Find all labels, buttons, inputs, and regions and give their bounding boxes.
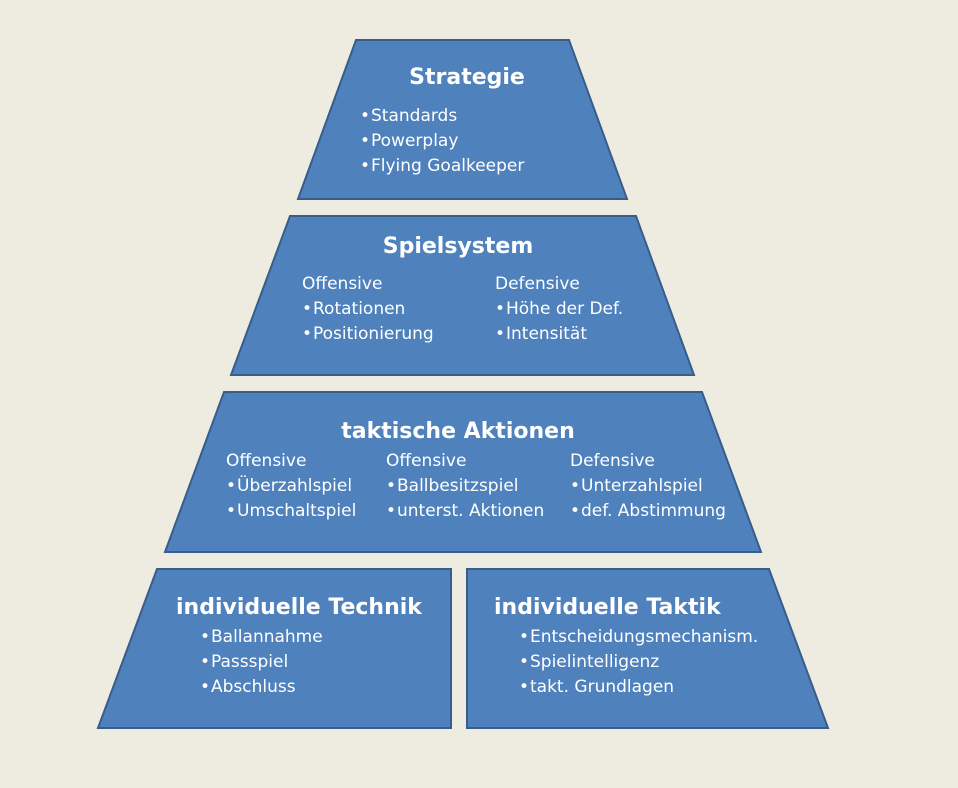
list-item: Standards bbox=[360, 104, 524, 129]
strategie-list: Standards Powerplay Flying Goalkeeper bbox=[360, 104, 524, 179]
strategie-title: Strategie bbox=[409, 65, 525, 90]
aktionen-defensive-list: Unterzahlspiel def. Abstimmung bbox=[570, 474, 726, 524]
list-item: Flying Goalkeeper bbox=[360, 154, 524, 179]
spielsystem-offensive-list: Rotationen Positionierung bbox=[302, 297, 434, 347]
list-item: unterst. Aktionen bbox=[386, 499, 544, 524]
aktionen-offensive-list-1: Überzahlspiel Umschaltspiel bbox=[226, 474, 356, 524]
aktionen-offensive-heading-1: Offensive bbox=[226, 451, 307, 471]
spielsystem-defensive-list: Höhe der Def. Intensität bbox=[495, 297, 623, 347]
individuelle-taktik-list: Entscheidungsmechanism. Spielintelligenz… bbox=[519, 625, 758, 700]
list-item: Positionierung bbox=[302, 322, 434, 347]
list-item: def. Abstimmung bbox=[570, 499, 726, 524]
list-item: takt. Grundlagen bbox=[519, 675, 758, 700]
list-item: Entscheidungsmechanism. bbox=[519, 625, 758, 650]
taktische-aktionen-title: taktische Aktionen bbox=[341, 419, 575, 444]
aktionen-offensive-list-2: Ballbesitzspiel unterst. Aktionen bbox=[386, 474, 544, 524]
aktionen-defensive-heading: Defensive bbox=[570, 451, 655, 471]
list-item: Umschaltspiel bbox=[226, 499, 356, 524]
individuelle-technik-list: Ballannahme Passspiel Abschluss bbox=[200, 625, 323, 700]
list-item: Höhe der Def. bbox=[495, 297, 623, 322]
individuelle-taktik-title: individuelle Taktik bbox=[494, 595, 721, 620]
list-item: Überzahlspiel bbox=[226, 474, 356, 499]
list-item: Abschluss bbox=[200, 675, 323, 700]
list-item: Unterzahlspiel bbox=[570, 474, 726, 499]
individuelle-technik-title: individuelle Technik bbox=[176, 595, 422, 620]
list-item: Ballbesitzspiel bbox=[386, 474, 544, 499]
spielsystem-title: Spielsystem bbox=[382, 234, 534, 259]
list-item: Ballannahme bbox=[200, 625, 323, 650]
list-item: Rotationen bbox=[302, 297, 434, 322]
spielsystem-offensive-heading: Offensive bbox=[302, 274, 383, 294]
spielsystem-defensive-heading: Defensive bbox=[495, 274, 580, 294]
list-item: Spielintelligenz bbox=[519, 650, 758, 675]
list-item: Intensität bbox=[495, 322, 623, 347]
aktionen-offensive-heading-2: Offensive bbox=[386, 451, 467, 471]
list-item: Passspiel bbox=[200, 650, 323, 675]
list-item: Powerplay bbox=[360, 129, 524, 154]
